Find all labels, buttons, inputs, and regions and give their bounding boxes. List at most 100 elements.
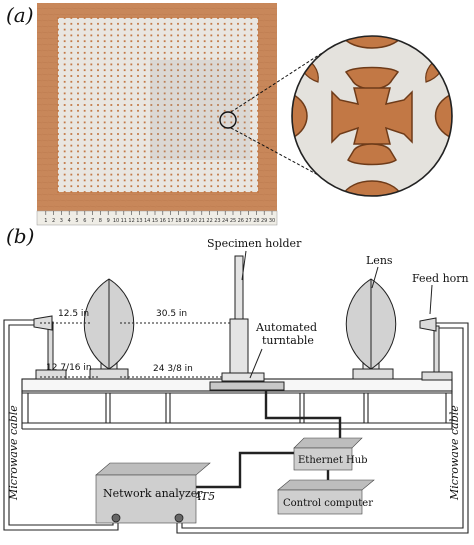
hole-dot (250, 69, 253, 72)
hole-dot (110, 17, 113, 19)
hole-dot (250, 104, 253, 106)
zoom-line-top (230, 52, 323, 113)
hole-dot (177, 162, 179, 164)
hole-dot (123, 127, 126, 130)
hole-dot (157, 75, 159, 77)
hole-dot (257, 185, 259, 188)
hole-dot (57, 75, 59, 77)
hole-dot (63, 109, 66, 112)
hole-dot (250, 191, 253, 193)
hole-dot (177, 150, 179, 153)
hole-dot (183, 162, 186, 164)
hole-dot (170, 22, 173, 25)
hole-dot (170, 80, 173, 83)
hole-dot (83, 156, 86, 159)
hole-dot (90, 167, 93, 170)
hole-dot (243, 156, 246, 159)
hole-dot (77, 22, 79, 25)
hole-dot (143, 86, 146, 89)
hole-dot (130, 34, 133, 37)
hole-dot (210, 121, 213, 124)
hole-dot (183, 69, 186, 72)
analyzer-port-1 (111, 513, 121, 523)
hole-dot (70, 162, 73, 164)
hole-dot (110, 63, 113, 66)
hole-dot (257, 121, 259, 124)
hole-dot (77, 92, 79, 95)
hole-dot (257, 109, 259, 112)
hole-dot (150, 150, 153, 153)
hole-dot (250, 150, 253, 153)
hole-dot (110, 92, 113, 95)
hole-dot (243, 46, 246, 48)
hole-dot (143, 57, 146, 60)
hole-dot (223, 57, 226, 60)
hole-dot (137, 98, 139, 101)
hole-dot (177, 22, 179, 25)
arrow-feed-horn (429, 284, 433, 315)
hole-dot (123, 121, 126, 124)
hole-dot (190, 40, 193, 43)
hole-dot (83, 57, 86, 60)
hole-dot (123, 75, 126, 77)
hole-dot (197, 156, 199, 159)
hole-dot (177, 63, 179, 66)
hole-dot (237, 34, 239, 37)
hole-dot (150, 22, 153, 25)
hole-dot (210, 138, 213, 141)
hole-dot (203, 28, 206, 31)
hole-dot (217, 51, 219, 54)
dim-horn-height: 12 7/16 in (46, 363, 92, 373)
hole-dot (230, 86, 233, 89)
hole-dot (117, 98, 119, 101)
hole-dot (150, 92, 153, 95)
hole-dot (143, 22, 146, 25)
hole-dot (197, 92, 199, 95)
hole-dot (97, 150, 99, 153)
hole-dot (183, 167, 186, 170)
hole-dot (90, 63, 93, 66)
hole-dot (83, 121, 86, 124)
hole-dot (130, 46, 133, 48)
hole-dot (143, 69, 146, 72)
hole-dot (230, 46, 233, 48)
hole-dot (83, 22, 86, 25)
hole-dot (203, 191, 206, 193)
hole-dot (117, 185, 119, 188)
zoom-callout (219, 35, 453, 197)
hole-dot (137, 34, 139, 37)
hole-dot (117, 57, 119, 60)
hole-dot (97, 104, 99, 106)
hole-dot (157, 28, 159, 31)
hole-dot (223, 127, 226, 130)
hole-dot (77, 179, 79, 182)
hole-dot (143, 138, 146, 141)
hole-dot (83, 150, 86, 153)
hole-dot (123, 150, 126, 153)
hole-dot (183, 156, 186, 159)
hole-dot (90, 115, 93, 118)
hole-dot (197, 40, 199, 43)
hole-dot (143, 17, 146, 19)
hole-dot (110, 138, 113, 141)
hole-dot (117, 109, 119, 112)
hole-dot (203, 17, 206, 19)
hole-dot (57, 34, 59, 37)
hole-dot (163, 185, 166, 188)
hole-dot (117, 191, 119, 193)
hole-dot (157, 121, 159, 124)
hole-dot (250, 167, 253, 170)
hole-dot (150, 46, 153, 48)
hole-dot (130, 104, 133, 106)
ruler-number: 17 (167, 218, 173, 224)
hole-dot (190, 133, 193, 135)
hole-dot (243, 98, 246, 101)
hole-dot (157, 92, 159, 95)
hole-dot (237, 75, 239, 77)
hole-dot (190, 179, 193, 182)
hole-dot (210, 156, 213, 159)
hole-dot (177, 179, 179, 182)
hole-dot (97, 80, 99, 83)
hole-dot (237, 92, 239, 95)
hole-dot (123, 40, 126, 43)
